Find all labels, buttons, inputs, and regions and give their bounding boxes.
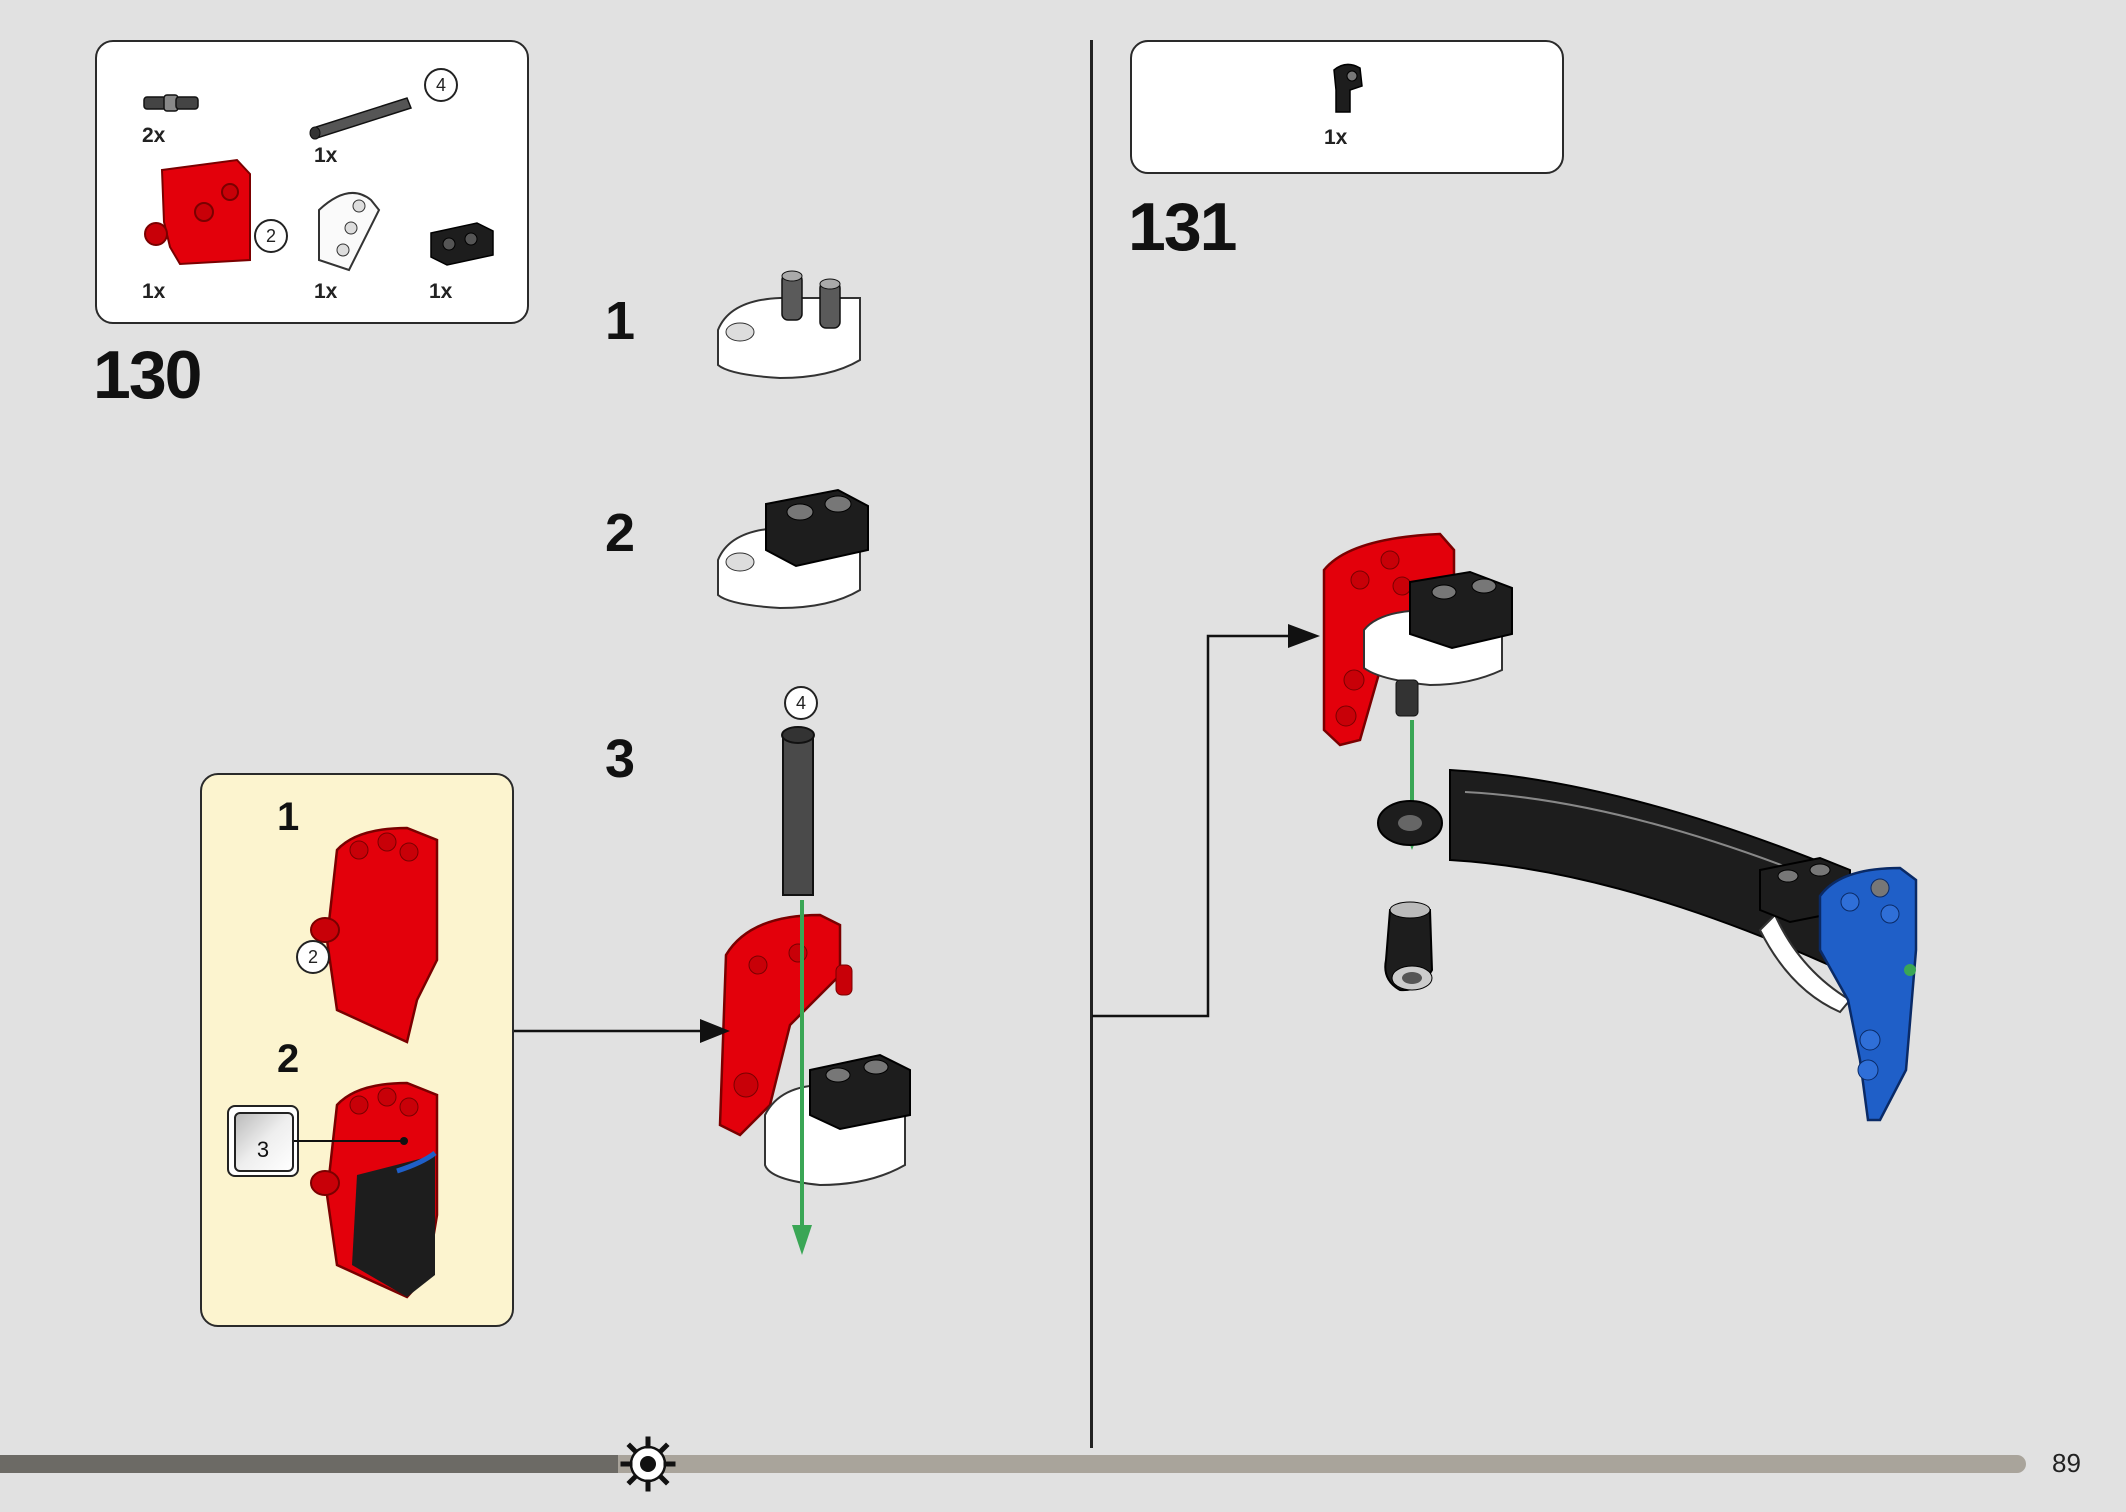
parts-list-step-130: 2x 4 1x 2 1x 1x 1x (95, 40, 529, 324)
callout-ref-circle: 2 (296, 940, 330, 974)
page-number: 89 (2052, 1448, 2081, 1478)
callout-red-panel-2 (310, 1081, 439, 1299)
white-liftarm-icon (318, 191, 381, 272)
qty-axle-4: 1x (314, 144, 338, 167)
qty-axle-connector: 2x (142, 124, 166, 147)
progress-bar (0, 1455, 2026, 1473)
qty-white-liftarm: 1x (314, 280, 338, 303)
qty-red-panel: 1x (142, 280, 166, 303)
progress-bar-fill (0, 1455, 618, 1473)
axle-connector-icon (143, 94, 199, 112)
substep-3-assembly (718, 726, 911, 1255)
qty-black-connector: 1x (1324, 126, 1348, 149)
panel-ref-callout: 2 (254, 219, 288, 253)
substep-1: 1 (605, 291, 636, 351)
substep-1-model (717, 270, 861, 380)
black-connector-icon (1333, 63, 1363, 113)
substep-2-model (717, 488, 869, 610)
gear-icon (620, 1436, 676, 1492)
axle-length-callout: 4 (424, 68, 458, 102)
step-131-assembly (1322, 532, 1918, 1122)
step-number-130: 130 (93, 337, 202, 413)
red-panel-icon (144, 158, 251, 266)
black-beam-icon (430, 222, 494, 266)
callout-arrow (512, 1019, 730, 1043)
step-number-131: 131 (1128, 189, 1237, 265)
callout-step-2: 2 (277, 1037, 300, 1081)
qty-black-beam: 1x (429, 280, 453, 303)
callout-red-panel-1 (310, 826, 439, 1044)
step-131-connector-arrow (1092, 624, 1320, 1018)
axle-callout-substep-3: 4 (784, 686, 818, 720)
substep-2: 2 (605, 503, 636, 563)
sub-assembly-callout: 1 2 2 3 (200, 773, 514, 1327)
sticker-label: 3 (256, 1137, 270, 1162)
parts-list-step-131: 1x (1130, 40, 1564, 174)
sticker-leader-line (294, 1137, 408, 1145)
page-divider (1090, 40, 1093, 1448)
callout-step-1: 1 (277, 795, 300, 839)
substep-3: 3 (605, 729, 636, 789)
axle-4-icon (309, 97, 412, 140)
sticker-icon: 3 (227, 1105, 299, 1177)
